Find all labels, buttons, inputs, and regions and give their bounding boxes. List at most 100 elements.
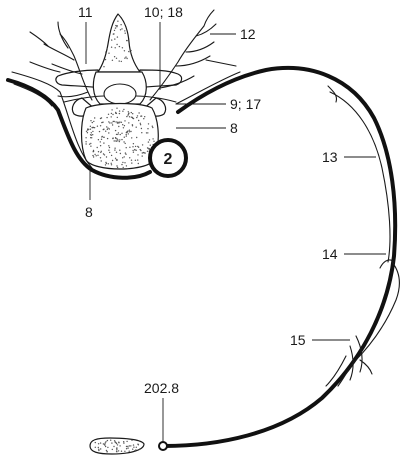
stipple-dot	[126, 135, 127, 136]
stipple-dot	[130, 50, 131, 51]
stipple-dot	[119, 445, 120, 446]
stipple-dot	[87, 128, 88, 129]
stipple-dot	[116, 451, 117, 452]
stipple-dot	[90, 146, 91, 147]
stipple-dot	[137, 159, 138, 160]
stipple-dot	[112, 160, 113, 161]
stipple-dot	[124, 137, 125, 138]
label-13: 13	[322, 149, 338, 165]
label-9-17: 9; 17	[230, 96, 261, 112]
stipple-dot	[98, 447, 99, 448]
stipple-dot	[120, 29, 121, 30]
stipple-dot	[111, 122, 112, 123]
stipple-dot	[125, 143, 126, 144]
stipple-dot	[90, 143, 91, 144]
stipple-dot	[138, 163, 139, 164]
stipple-dot	[115, 137, 116, 138]
stipple-dot	[93, 127, 94, 128]
stipple-dot	[123, 127, 124, 128]
stipple-dot	[121, 122, 122, 123]
stipple-dot	[115, 140, 116, 141]
stipple-dot	[119, 60, 120, 61]
stipple-dot	[117, 139, 118, 140]
stipple-dot	[100, 448, 101, 449]
stipple-dot	[141, 128, 142, 129]
stipple-dot	[101, 151, 102, 152]
stipple-dot	[142, 155, 143, 156]
stipple-dot	[131, 137, 132, 138]
stipple-dot	[111, 47, 112, 48]
stipple-dot	[121, 28, 122, 29]
stipple-dot	[136, 447, 137, 448]
stipple-dot	[132, 146, 133, 147]
stipple-dot	[115, 121, 116, 122]
stipple-dot	[114, 30, 115, 31]
stipple-dot	[98, 151, 99, 152]
stipple-dot	[132, 150, 133, 151]
stipple-dot	[90, 120, 91, 121]
stipple-dot	[122, 124, 123, 125]
stipple-dot	[121, 164, 122, 165]
stipple-dot	[112, 114, 113, 115]
stipple-dot	[142, 152, 143, 153]
stipple-dot	[118, 450, 119, 451]
stipple-dot	[143, 152, 144, 153]
stipple-dot	[123, 441, 124, 442]
stipple-dot	[111, 163, 112, 164]
stipple-dot	[90, 137, 91, 138]
stipple-dot	[111, 442, 112, 443]
label-10-18: 10; 18	[144, 4, 183, 20]
stipple-dot	[148, 141, 149, 142]
stipple-dot	[147, 132, 148, 133]
stipple-dot	[122, 111, 123, 112]
stipple-dot	[126, 116, 127, 117]
stipple-dot	[112, 124, 113, 125]
stipple-dot	[116, 134, 117, 135]
stipple-dot	[128, 133, 129, 134]
stipple-dot	[140, 123, 141, 124]
stipple-dot	[106, 156, 107, 157]
stipple-dot	[124, 451, 125, 452]
stipple-dot	[111, 164, 112, 165]
stipple-dot	[125, 56, 126, 57]
stipple-dot	[141, 132, 142, 133]
stipple-dot	[115, 130, 116, 131]
stipple-dot	[119, 139, 120, 140]
stipple-dot	[132, 113, 133, 114]
stipple-dot	[107, 129, 108, 130]
stipple-dot	[132, 125, 133, 126]
stipple-dot	[133, 143, 134, 144]
stipple-dot	[115, 158, 116, 159]
stipple-dot	[103, 66, 104, 67]
stipple-dot	[129, 131, 130, 132]
stipple-dot	[114, 440, 115, 441]
stipple-dot	[98, 443, 99, 444]
stipple-dot	[143, 118, 144, 119]
stipple-dot	[107, 440, 108, 441]
stipple-dot	[137, 444, 138, 445]
stipple-dot	[121, 451, 122, 452]
stipple-dot	[94, 154, 95, 155]
stipple-dot	[126, 58, 127, 59]
stipple-dot	[113, 33, 114, 34]
stipple-dot	[116, 447, 117, 448]
label-11: 11	[78, 4, 93, 20]
stipple-dot	[149, 139, 150, 140]
stipple-dot	[121, 133, 122, 134]
stipple-dot	[130, 52, 131, 53]
label-15: 15	[290, 332, 306, 348]
stipple-dot	[95, 442, 96, 443]
stipple-dot	[90, 126, 91, 127]
stipple-dot	[90, 134, 91, 135]
label-8-left: 8	[85, 204, 93, 220]
stipple-dot	[115, 113, 116, 114]
stipple-dot	[131, 117, 132, 118]
stipple-dot	[105, 131, 106, 132]
stipple-dot	[96, 155, 97, 156]
stipple-dot	[111, 113, 112, 114]
stipple-dot	[101, 160, 102, 161]
stipple-dot	[123, 141, 124, 142]
stipple-dot	[135, 160, 136, 161]
stipple-dot	[139, 448, 140, 449]
